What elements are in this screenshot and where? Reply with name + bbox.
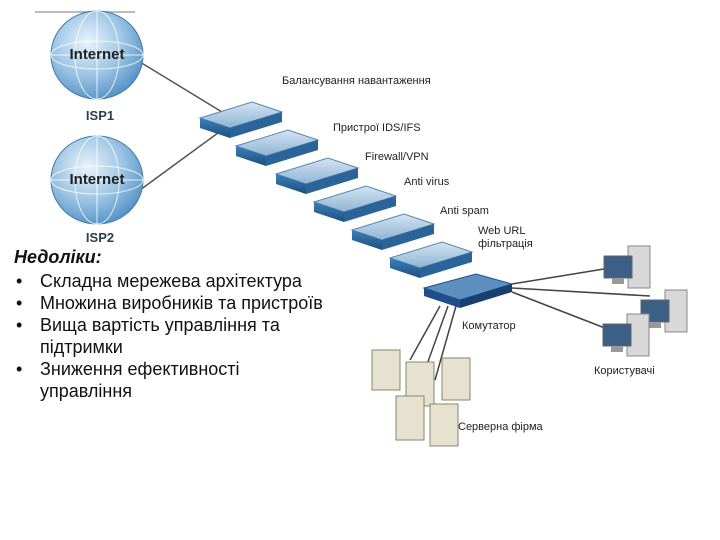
internet-globe-2: Internet — [50, 135, 144, 225]
antispam-label: Anti spam — [440, 205, 489, 217]
switch-label: Комутатор — [462, 320, 516, 332]
server-farm-label: Серверна фірма — [458, 421, 544, 433]
appliance-chain — [198, 101, 514, 308]
switch-links — [409, 267, 651, 381]
user-pc-3 — [602, 313, 650, 357]
disadvantages-block: Недоліки: Складна мережева архітектура М… — [14, 246, 334, 402]
disadvantage-item: Зниження ефективності управління — [14, 358, 334, 402]
internet-2-label: Internet — [69, 171, 124, 188]
disadvantages-list: Складна мережева архітектура Множина вир… — [14, 270, 334, 402]
server-farm — [371, 349, 471, 447]
isp1-label: ISP1 — [86, 108, 114, 123]
antispam-device — [350, 213, 436, 250]
disadvantage-item: Вища вартість управління та підтримки — [14, 314, 334, 358]
web-url-label-line2: фільтрація — [478, 238, 533, 250]
web-url-filter-device — [388, 241, 474, 278]
web-url-label-line1: Web URL — [478, 225, 525, 237]
antivirus-device — [312, 185, 398, 222]
disadvantage-item: Множина виробників та пристроїв — [14, 292, 334, 314]
disadvantage-item: Складна мережева архітектура — [14, 270, 334, 292]
load-balancing-label: Балансування навантаження — [282, 75, 431, 87]
isp2-label: ISP2 — [86, 230, 114, 245]
ids-ips-label: Пристрої IDS/IFS — [333, 122, 421, 134]
load-balancer-device — [198, 101, 284, 138]
user-computers — [602, 245, 688, 357]
users-label: Користувачі — [594, 365, 655, 377]
internet-globe-1: Internet — [50, 10, 144, 100]
isp-links — [139, 61, 223, 191]
user-pc-2 — [640, 289, 688, 333]
disadvantages-heading: Недоліки: — [14, 247, 102, 267]
ids-ips-device — [234, 129, 320, 166]
firewall-vpn-label: Firewall/VPN — [365, 151, 429, 163]
firewall-vpn-device — [274, 157, 360, 194]
user-pc-1 — [603, 245, 651, 289]
antivirus-label: Anti virus — [404, 176, 450, 188]
internet-1-label: Internet — [69, 46, 124, 63]
switch-device — [422, 273, 514, 308]
